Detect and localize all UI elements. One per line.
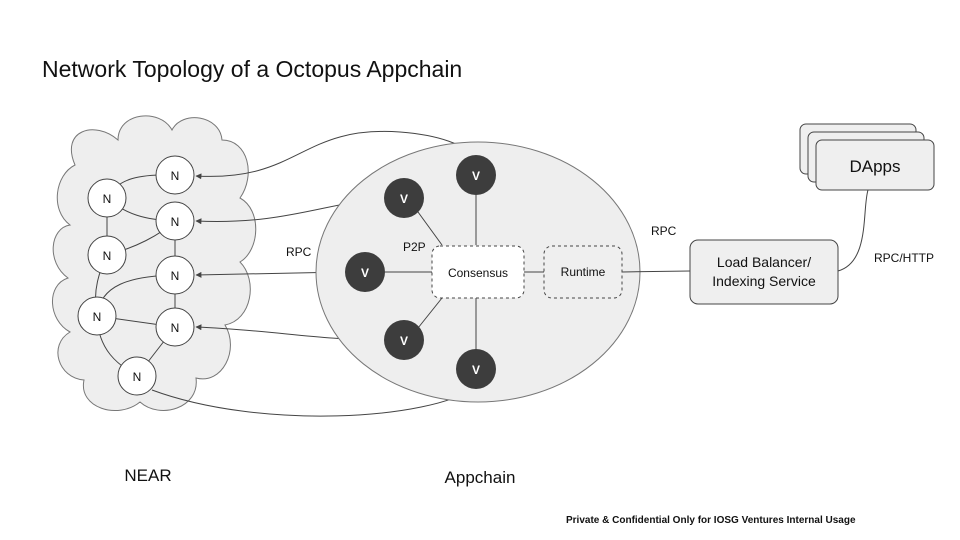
- load-balancer-label-line2: Indexing Service: [712, 273, 816, 289]
- runtime-label: Runtime: [561, 265, 606, 279]
- near-label: NEAR: [124, 466, 171, 485]
- near-cloud: [52, 115, 257, 411]
- svg-text:N: N: [171, 169, 180, 183]
- consensus-box: [431, 245, 525, 299]
- near-node: N: [87, 178, 127, 218]
- svg-text:V: V: [472, 363, 480, 377]
- near-node: N: [77, 296, 117, 336]
- p2p-label: P2P: [403, 240, 426, 254]
- svg-text:N: N: [93, 310, 102, 324]
- rpc-http-label: RPC/HTTP: [874, 251, 934, 265]
- svg-text:V: V: [472, 169, 480, 183]
- near-node: N: [155, 307, 195, 347]
- load-balancer-box: [689, 239, 839, 305]
- validator-node: V: [456, 155, 496, 195]
- rpc-label-appchain: RPC: [286, 245, 312, 259]
- dapps-stack: DApps: [799, 123, 935, 191]
- rpc-label-loadbalancer: RPC: [651, 224, 677, 238]
- svg-text:N: N: [171, 321, 180, 335]
- svg-text:N: N: [133, 370, 142, 384]
- validator-node: V: [384, 320, 424, 360]
- diagram-title: Network Topology of a Octopus Appchain: [42, 56, 463, 82]
- confidentiality-footer: Private & Confidential Only for IOSG Ven…: [566, 515, 856, 526]
- svg-text:N: N: [171, 215, 180, 229]
- dapps-label: DApps: [849, 157, 900, 176]
- runtime-box: [543, 245, 623, 299]
- validator-node: V: [456, 349, 496, 389]
- svg-text:N: N: [103, 249, 112, 263]
- svg-text:N: N: [171, 269, 180, 283]
- consensus-label: Consensus: [448, 266, 508, 280]
- svg-text:N: N: [103, 192, 112, 206]
- validator-node: V: [384, 178, 424, 218]
- appchain-edges: [385, 189, 869, 350]
- near-node: N: [155, 255, 195, 295]
- svg-text:V: V: [400, 192, 408, 206]
- svg-text:V: V: [400, 334, 408, 348]
- appchain-label: Appchain: [445, 468, 516, 487]
- near-node: N: [155, 155, 195, 195]
- load-balancer-label-line1: Load Balancer/: [717, 254, 811, 270]
- near-node: N: [117, 356, 157, 396]
- near-node: N: [155, 201, 195, 241]
- svg-text:V: V: [361, 266, 369, 280]
- near-node: N: [87, 235, 127, 275]
- validator-node: V: [345, 252, 385, 292]
